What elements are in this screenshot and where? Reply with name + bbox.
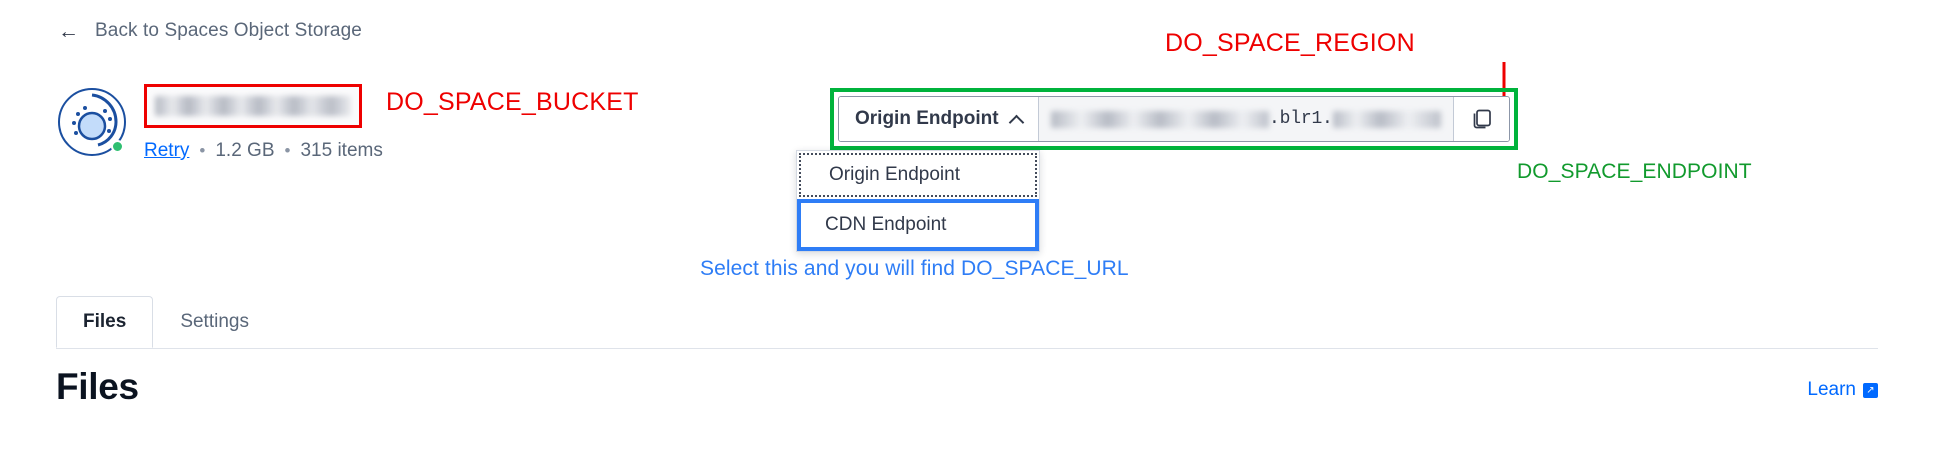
endpoint-url-redacted-prefix [1050,110,1270,128]
bucket-name-highlight-box [144,84,362,128]
endpoint-control: Origin Endpoint .blr1. [838,96,1510,142]
external-link-icon: ↗ [1863,382,1878,398]
page-title: Files [56,366,139,407]
bucket-name-redacted [155,96,351,116]
tab-settings[interactable]: Settings [153,296,276,348]
bucket-tabs: Files Settings [56,296,276,348]
meta-separator-2: • [284,141,291,160]
annotation-do-space-bucket: DO_SPACE_BUCKET [386,88,639,116]
back-link-label: Back to Spaces Object Storage [95,20,362,41]
chevron-up-icon [1008,114,1024,130]
tab-files[interactable]: Files [56,296,154,348]
endpoint-url-redacted-suffix [1332,110,1441,128]
status-indicator-dot [111,140,124,153]
annotation-do-space-endpoint: DO_SPACE_ENDPOINT [1517,160,1752,183]
endpoint-type-dropdown-button[interactable]: Origin Endpoint [839,97,1039,141]
endpoint-url-input[interactable]: .blr1. [1038,97,1453,141]
bucket-size: 1.2 GB [215,140,275,161]
arrow-left-icon: ← [58,19,79,43]
endpoint-selected-label: Origin Endpoint [855,108,999,129]
endpoint-type-dropdown-menu: Origin Endpoint CDN Endpoint [796,150,1040,252]
bucket-summary: Retry • 1.2 GB • 315 items [56,82,383,162]
retry-link[interactable]: Retry [144,140,190,161]
learn-link[interactable]: Learn ↗ [1807,379,1878,401]
back-to-spaces-link[interactable]: ← Back to Spaces Object Storage [58,20,362,42]
endpoint-highlight-box [830,88,1518,150]
digitalocean-spaces-icon [56,86,128,158]
endpoint-url-region-fragment: .blr1. [1269,109,1333,129]
dropdown-option-cdn-endpoint-label: CDN Endpoint [825,214,947,235]
bucket-info: Retry • 1.2 GB • 315 items [144,82,383,162]
bucket-meta: Retry • 1.2 GB • 315 items [144,140,383,162]
meta-separator-1: • [199,141,206,160]
copy-icon [1473,109,1491,129]
tab-settings-label: Settings [180,311,249,332]
annotation-select-hint: Select this and you will find DO_SPACE_U… [700,257,1129,280]
tab-files-label: Files [83,311,127,332]
bucket-item-count: 315 items [300,140,383,161]
copy-endpoint-button[interactable] [1453,97,1509,141]
dropdown-option-origin-endpoint-label: Origin Endpoint [829,164,960,185]
learn-link-label: Learn [1807,379,1856,400]
annotation-do-space-region: DO_SPACE_REGION [1165,29,1415,57]
dropdown-option-origin-endpoint[interactable]: Origin Endpoint [799,153,1037,197]
tabs-divider [56,348,1878,349]
dropdown-option-cdn-endpoint[interactable]: CDN Endpoint [797,199,1039,251]
